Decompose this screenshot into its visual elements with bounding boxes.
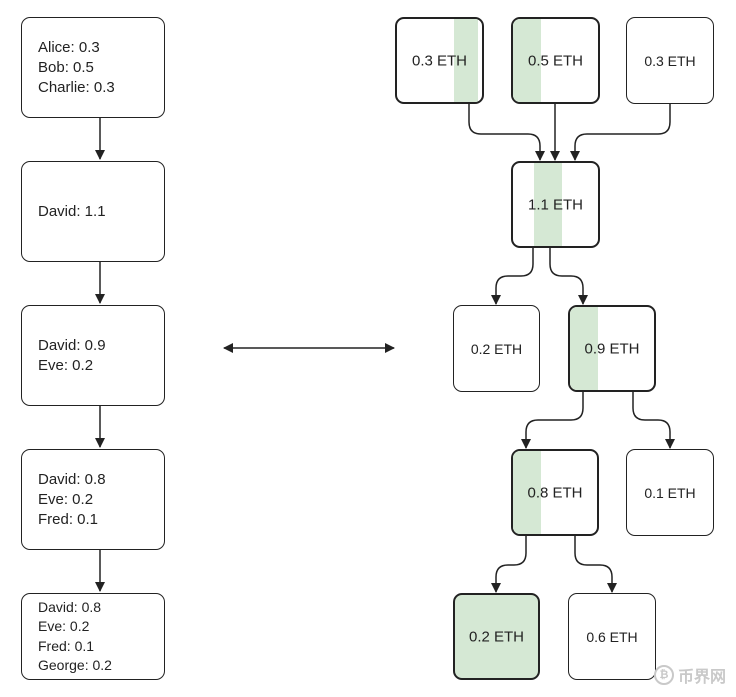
balance-line: Alice: 0.3 <box>38 38 100 56</box>
watermark-text: 币界网 <box>677 669 726 686</box>
balance-line: David: 0.9 <box>38 336 106 354</box>
balance-line: Fred: 0.1 <box>38 637 95 654</box>
utxo-amount: 0.9 ETH <box>584 340 640 357</box>
watermark: ₿ 币界网 <box>653 663 726 687</box>
balance-state-5: David: 0.8 Eve: 0.2 Fred: 0.1 George: 0.… <box>21 593 165 680</box>
balance-lines: David: 0.8 Eve: 0.2 Fred: 0.1 <box>38 470 106 530</box>
highlight-stripe <box>513 19 541 102</box>
balance-state-3: David: 0.9 Eve: 0.2 <box>21 305 165 406</box>
split2-arrow-left <box>521 391 584 449</box>
balance-line: David: 0.8 <box>38 598 102 615</box>
utxo-amount: 0.5 ETH <box>527 52 584 69</box>
balance-lines: David: 0.9 Eve: 0.2 <box>38 336 106 376</box>
utxo-split2-right: 0.1 ETH <box>626 449 714 536</box>
split3-arrow-right <box>574 535 617 593</box>
balance-lines: David: 0.8 Eve: 0.2 Fred: 0.1 George: 0.… <box>38 598 112 676</box>
utxo-amount: 1.1 ETH <box>527 196 584 213</box>
balance-state-2: David: 1.1 <box>21 161 165 262</box>
balance-line: David: 0.8 <box>38 470 106 488</box>
split1-arrow-right <box>549 248 588 305</box>
balance-lines: David: 1.1 <box>38 202 106 222</box>
highlight-stripe <box>570 307 598 390</box>
highlight-stripe <box>454 19 478 102</box>
utxo-amount: 0.3 ETH <box>644 52 696 69</box>
utxo-split3-right: 0.6 ETH <box>568 593 656 680</box>
split3-arrow-left <box>491 535 527 593</box>
utxo-input-2: 0.5 ETH <box>511 17 600 104</box>
utxo-split1-left: 0.2 ETH <box>453 305 540 392</box>
balance-lines: Alice: 0.3 Bob: 0.5 Charlie: 0.3 <box>38 38 115 98</box>
utxo-amount: 0.2 ETH <box>470 340 523 357</box>
bitcoin-coin-icon: ₿ <box>653 665 674 685</box>
split2-arrow-right <box>632 391 675 449</box>
utxo-input-3: 0.3 ETH <box>626 17 714 104</box>
split1-arrow-left <box>491 248 534 305</box>
utxo-amount: 0.1 ETH <box>644 484 696 501</box>
balance-line: Bob: 0.5 <box>38 58 94 76</box>
utxo-split3-left: 0.2 ETH <box>453 593 540 680</box>
balance-line: Eve: 0.2 <box>38 490 94 508</box>
merge-arrow-3 <box>570 104 671 161</box>
balance-state-4: David: 0.8 Eve: 0.2 Fred: 0.1 <box>21 449 165 550</box>
merge-arrow-1 <box>468 104 545 161</box>
balance-line: George: 0.2 <box>38 657 112 673</box>
highlight-stripe <box>534 163 562 246</box>
utxo-input-1: 0.3 ETH <box>395 17 484 104</box>
utxo-amount: 0.8 ETH <box>527 484 583 501</box>
utxo-split2-left: 0.8 ETH <box>511 449 599 536</box>
balance-line: Charlie: 0.3 <box>38 78 115 96</box>
utxo-amount: 0.3 ETH <box>411 52 468 69</box>
balance-state-1: Alice: 0.3 Bob: 0.5 Charlie: 0.3 <box>21 17 165 118</box>
balance-line: Eve: 0.2 <box>38 618 90 634</box>
balance-line: Fred: 0.1 <box>38 510 99 528</box>
utxo-amount: 0.2 ETH <box>468 628 525 645</box>
utxo-split1-right: 0.9 ETH <box>568 305 656 392</box>
utxo-amount: 0.6 ETH <box>586 628 638 645</box>
balance-line: Eve: 0.2 <box>38 356 94 374</box>
highlight-stripe <box>513 451 541 534</box>
balance-line: David: 1.1 <box>38 202 106 220</box>
utxo-merged: 1.1 ETH <box>511 161 600 248</box>
